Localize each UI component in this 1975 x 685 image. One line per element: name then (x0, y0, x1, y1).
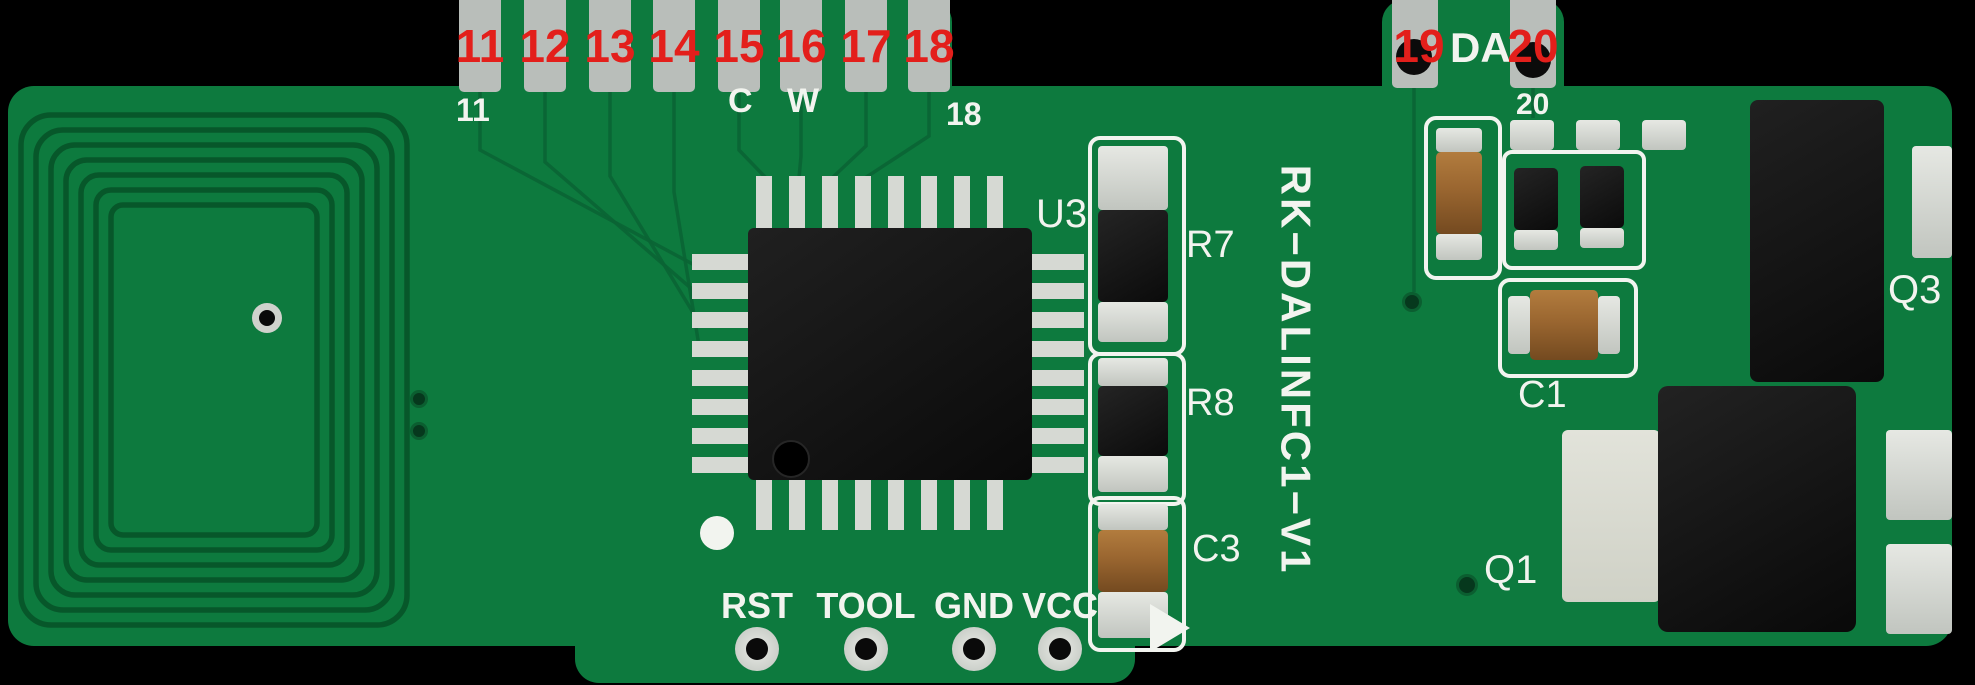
smd-pad (1642, 120, 1686, 150)
pin-number-annotation: 13 (584, 20, 636, 72)
hole-core (855, 638, 877, 660)
via (1402, 292, 1422, 312)
pin-number-annotation: 17 (840, 20, 892, 72)
mcu-leads-right (1024, 254, 1084, 486)
q1-tab-pad (1562, 430, 1660, 602)
board-name: RK−DALINFC1−V1 (1255, 150, 1335, 590)
resistor-r7 (1098, 210, 1168, 302)
smd-pad (1510, 120, 1554, 150)
u3-label: U3 (1036, 192, 1088, 236)
hole-core (963, 638, 985, 660)
r8-pad-bottom (1098, 456, 1168, 492)
pin-number-annotation: 14 (648, 20, 700, 72)
right-cap-pad-top (1436, 128, 1482, 152)
edge-pad-right (1886, 544, 1952, 634)
edge-pad-13 (589, 0, 631, 92)
silk-pin18-label: 18 (946, 96, 982, 132)
hole-core (746, 638, 768, 660)
pin-number-annotation: 12 (519, 20, 571, 72)
edge-pad-14 (653, 0, 695, 92)
resistor-r8 (1098, 386, 1168, 456)
hole-core (1049, 638, 1071, 660)
c1-pad-right (1598, 296, 1620, 354)
q3-label: Q3 (1888, 268, 1942, 312)
pin-number-annotation: 18 (903, 20, 955, 72)
through-hole-tool (844, 627, 888, 671)
via (410, 390, 428, 408)
right-cap-silk-outline (1424, 116, 1502, 280)
antenna-via-hole (259, 310, 275, 326)
silk-c-label: C (728, 82, 753, 120)
r7-pad-bottom (1098, 302, 1168, 342)
rst-label: RST (721, 585, 793, 626)
silk-pin20-label: 20 (1516, 88, 1550, 121)
right-capacitor (1436, 152, 1482, 234)
silk-triangle-marker (1150, 604, 1190, 652)
right-cap-pad-bottom (1436, 234, 1482, 260)
smd-pad (1514, 230, 1558, 250)
smd-component (1580, 166, 1624, 228)
through-hole-gnd (952, 627, 996, 671)
castellation-hole-20 (1515, 42, 1551, 78)
r7-pad-top (1098, 146, 1168, 210)
c3-silk-outline (1088, 496, 1186, 652)
r7-label: R7 (1186, 224, 1235, 266)
mcu-leads-left (692, 254, 752, 486)
mcu-pin1-dot (772, 440, 810, 478)
transistor-q1 (1658, 386, 1856, 632)
via (1456, 574, 1478, 596)
nfc-antenna-coil (18, 112, 410, 628)
board-name-text: RK−DALINFC1−V1 (1272, 164, 1320, 576)
mcu-leads-bottom (756, 472, 1018, 530)
edge-pad-18 (908, 0, 950, 92)
q1-label: Q1 (1484, 548, 1538, 592)
tool-label: TOOL (816, 585, 916, 626)
smd-component (1514, 168, 1558, 230)
via (410, 422, 428, 440)
edge-pad-17 (845, 0, 887, 92)
c3-label: C3 (1192, 528, 1241, 570)
vcc-label: VCC (1021, 585, 1099, 626)
castellation-hole-19 (1396, 39, 1432, 75)
edge-pad-right (1886, 430, 1952, 520)
capacitor-c1 (1530, 290, 1598, 360)
r8-pad-top (1098, 358, 1168, 386)
mcu-leads-top (756, 176, 1018, 234)
through-hole-rst (735, 627, 779, 671)
smd-pad (1576, 120, 1620, 150)
smd-pad (1580, 228, 1624, 248)
silk-pin11-label: 11 (456, 92, 490, 128)
edge-pad-11 (459, 0, 501, 92)
through-hole-vcc (1038, 627, 1082, 671)
capacitor-c3 (1098, 530, 1168, 592)
pin-number-annotation: 15 (713, 20, 765, 72)
pin-number-annotation: 11 (455, 20, 505, 72)
silk-dot (700, 516, 734, 550)
edge-pad-right (1912, 146, 1952, 258)
c1-pad-left (1508, 296, 1530, 354)
silk-w-label: W (787, 82, 820, 120)
edge-pad-12 (524, 0, 566, 92)
pin-number-annotation: 20 (1507, 20, 1559, 72)
transistor-q3 (1750, 100, 1884, 382)
pin-number-annotation: 19 (1393, 20, 1445, 72)
gnd-label: GND (934, 585, 1014, 626)
c1-label: C1 (1518, 374, 1567, 416)
pin-number-annotation: 16 (775, 20, 827, 72)
c3-pad-top (1098, 504, 1168, 530)
edge-pad-15 (718, 0, 760, 92)
c1-silk-outline (1498, 278, 1638, 378)
smd-pair-silk-outline (1502, 150, 1646, 270)
mcu-chip-body (748, 228, 1032, 480)
da-label: DA (1450, 24, 1511, 71)
edge-pad-16 (780, 0, 822, 92)
r8-label: R8 (1186, 382, 1235, 424)
